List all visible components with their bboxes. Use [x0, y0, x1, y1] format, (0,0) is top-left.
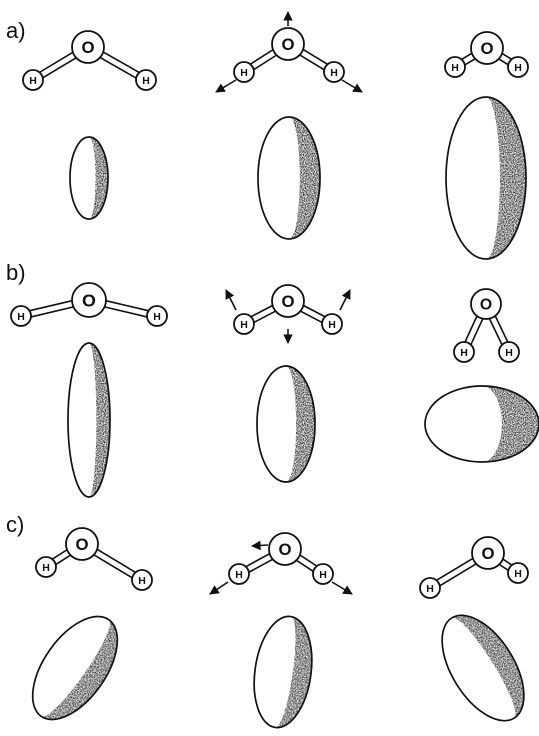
oxygen-atom-symbol: O [480, 297, 492, 314]
molecule-a3: O H H [445, 32, 528, 77]
oxygen-atom-symbol: O [281, 292, 294, 311]
bond-line [302, 49, 327, 65]
polarizability-ellipsoid-b1 [68, 343, 110, 497]
hydrogen-atom-symbol: H [514, 568, 522, 580]
bond-line [489, 318, 502, 345]
hydrogen-atom-symbol: H [328, 319, 336, 331]
ellipsoid-body [16, 602, 134, 734]
hydrogen-atom-symbol: H [42, 562, 50, 574]
displacement-arrow [332, 582, 352, 594]
bond-line [248, 559, 273, 573]
polarizability-ellipsoid-a1 [70, 137, 108, 219]
oxygen-atom-symbol: O [75, 535, 88, 554]
oxygen-atom-symbol: O [281, 35, 294, 54]
displacement-arrow [340, 290, 350, 310]
displacement-arrow [216, 80, 236, 92]
oxygen-atom-symbol: O [82, 290, 96, 310]
oxygen-atom-symbol: O [81, 38, 94, 57]
oxygen-atom-symbol: O [481, 544, 494, 563]
hydrogen-atom-symbol: H [426, 583, 434, 595]
molecule-c1: O H H [36, 528, 152, 590]
bond-line [465, 315, 477, 342]
hydrogen-atom-symbol: H [240, 319, 248, 331]
bond-line [464, 58, 475, 65]
polarizability-ellipsoid-c2 [247, 613, 318, 732]
polarizability-ellipsoid-b2 [257, 366, 315, 482]
displacement-arrow [210, 582, 228, 594]
hydrogen-atom-symbol: H [29, 75, 37, 87]
bond-line [250, 49, 274, 64]
hydrogen-atom-symbol: H [17, 311, 25, 323]
bond-line [245, 553, 270, 567]
polarizability-ellipsoid-c3 [425, 602, 539, 735]
polarizability-ellipsoid-a2 [258, 117, 320, 239]
bond-line [299, 55, 324, 71]
displacement-arrow [342, 80, 362, 92]
hydrogen-atom-symbol: H [330, 67, 338, 79]
hydrogen-atom-symbol: H [451, 62, 459, 74]
polarizability-ellipsoid-b3 [425, 386, 539, 462]
hydrogen-atom-symbol: H [142, 75, 150, 87]
bond-line [461, 53, 472, 60]
hydrogen-atom-symbol: H [319, 569, 327, 581]
bond-line [253, 55, 277, 70]
bond-line [300, 311, 323, 323]
molecule-b1: O H H [11, 283, 167, 326]
oxygen-atom-symbol: O [278, 540, 291, 559]
hydrogen-atom-symbol: H [505, 347, 513, 359]
bond-line [250, 305, 273, 317]
molecule-b3: O H H [454, 289, 519, 362]
bond-line [501, 53, 512, 59]
molecule-a2: O H H [216, 12, 362, 92]
bond-line [303, 305, 326, 317]
displacement-arrow [226, 290, 236, 310]
hydrogen-atom-symbol: H [514, 62, 522, 74]
bond-line [495, 315, 508, 342]
hydrogen-atom-symbol: H [153, 311, 161, 323]
molecule-a1: O H H [23, 31, 156, 90]
bond-line [499, 564, 509, 571]
ellipsoid-body [425, 602, 539, 735]
hydrogen-atom-symbol: H [235, 569, 243, 581]
displacement-arrow [252, 545, 268, 546]
hydrogen-atom-symbol: H [240, 67, 248, 79]
hydrogen-atom-symbol: H [460, 347, 468, 359]
oxygen-atom-symbol: O [480, 39, 493, 58]
molecule-b2: O H H [226, 285, 350, 343]
molecule-c3: O H H [420, 537, 528, 598]
polarizability-ellipsoid-a3 [446, 97, 526, 259]
bond-line [253, 311, 276, 323]
bond-line [471, 318, 483, 345]
bond-line [502, 559, 512, 566]
bond-line [498, 59, 509, 65]
polarizability-ellipsoid-c1 [16, 602, 134, 734]
hydrogen-atom-symbol: H [138, 575, 146, 587]
molecule-c2: O H H [210, 533, 352, 594]
